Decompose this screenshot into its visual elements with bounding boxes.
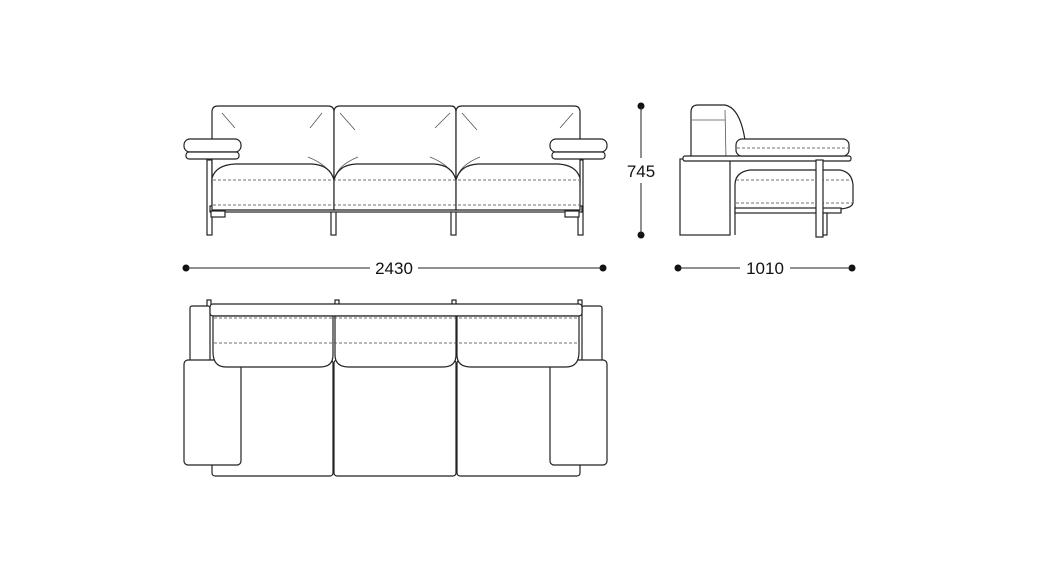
seat-cushions [211, 163, 581, 211]
front-view [183, 105, 608, 236]
depth-dimension: 1010 [674, 259, 856, 278]
side-view [679, 104, 854, 238]
depth-label: 1010 [746, 259, 784, 278]
width-label: 2430 [375, 259, 413, 278]
top-view [183, 299, 608, 477]
height-label: 745 [627, 162, 655, 181]
height-dimension: 745 [627, 102, 655, 239]
width-dimension: 2430 [182, 259, 607, 278]
armrests [183, 138, 608, 160]
